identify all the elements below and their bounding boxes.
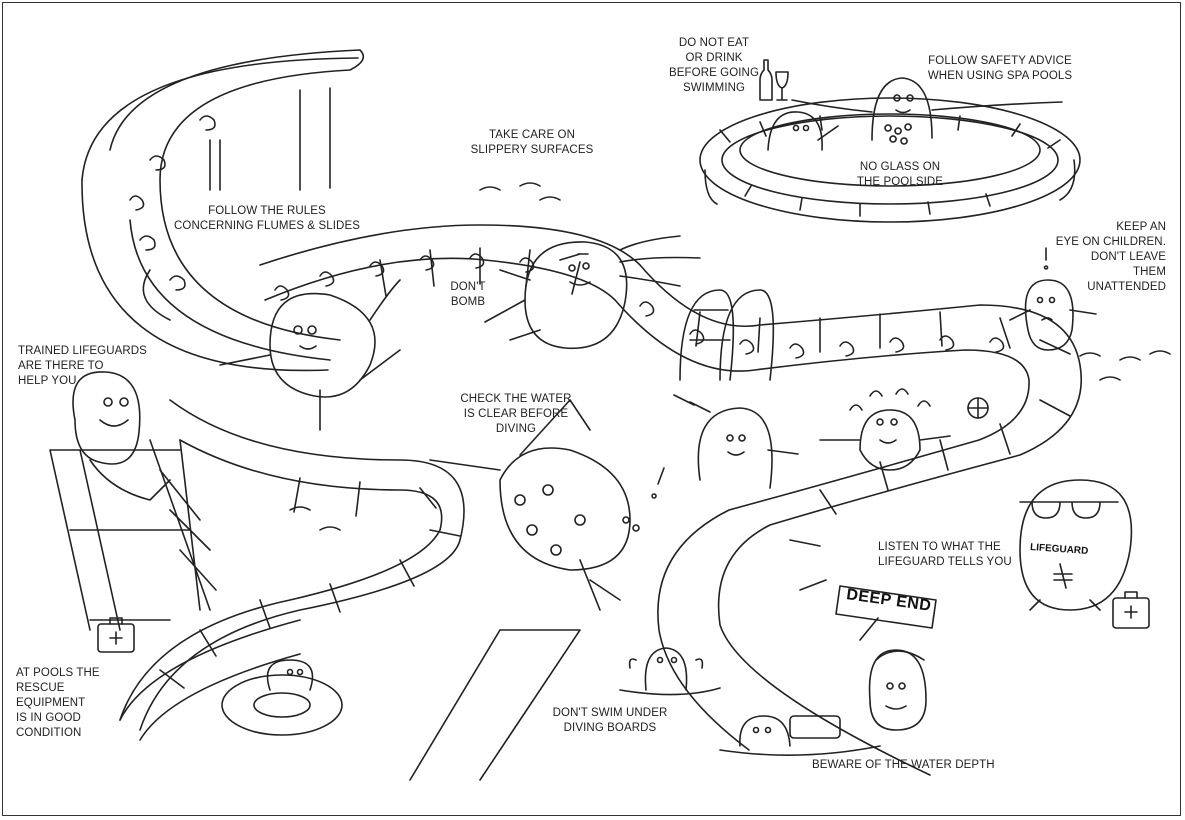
caption-lifeguards: TRAINED LIFEGUARDS ARE THERE TO HELP YOU [18, 345, 147, 387]
float-ring-icon [221, 659, 343, 736]
caption-depth: BEWARE OF THE WATER DEPTH [812, 759, 995, 771]
spa-pool-icon [699, 97, 1081, 223]
wine-bottle-icon [759, 59, 773, 101]
deep-water-swimmers [719, 649, 927, 756]
caption-dont-bomb: DON'T BOMB [450, 281, 486, 308]
caption-no-eat-drink: DO NOT EAT OR DRINK BEFORE GOING SWIMMIN… [668, 37, 760, 94]
caption-rescue: AT POOLS THE RESCUE EQUIPMENT IS IN GOOD… [16, 667, 100, 739]
deep-end-sign [835, 585, 937, 629]
caption-spa-pools: FOLLOW SAFETY ADVICE WHEN USING SPA POOL… [927, 55, 1073, 82]
water-ripples [289, 182, 1171, 531]
under-board-swimmer [619, 647, 721, 696]
water-slide-icon [81, 49, 365, 372]
caption-listen: LISTEN TO WHAT THE LIFEGUARD TELLS YOU [878, 541, 1012, 568]
caption-check-water: CHECK THE WATER IS CLEAR BEFORE DIVING [460, 393, 572, 435]
bather-character [697, 407, 799, 489]
caption-no-glass: NO GLASS ON THE POOLSIDE [856, 161, 944, 188]
caption-slippery: TAKE CARE ON SLIPPERY SURFACES [470, 129, 594, 156]
swimmer-character [819, 388, 951, 471]
slide-character [219, 279, 401, 431]
caption-children: KEEP AN EYE ON CHILDREN. DON'T LEAVE THE… [1055, 221, 1166, 293]
lifeguard-chair-icon [49, 439, 217, 631]
diving-character [429, 399, 665, 611]
beach-ball-icon [967, 397, 989, 419]
sunglasses-icon [1019, 501, 1119, 519]
caption-diving-boards: DON'T SWIM UNDER DIVING BOARDS [552, 707, 668, 734]
bomb-character [484, 235, 701, 350]
caption-flumes: FOLLOW THE RULES CONCERNING FLUMES & SLI… [174, 205, 360, 232]
wine-glass-icon [775, 71, 789, 101]
pool-ladder-icon [673, 289, 775, 413]
swimming-pool-icon [119, 224, 1082, 781]
spa-character [767, 77, 1063, 151]
first-aid-kit-icon [97, 591, 1150, 653]
lifeguard-chair-character [72, 371, 171, 501]
child-character [1009, 247, 1097, 351]
lifeguard-character [1019, 479, 1133, 611]
